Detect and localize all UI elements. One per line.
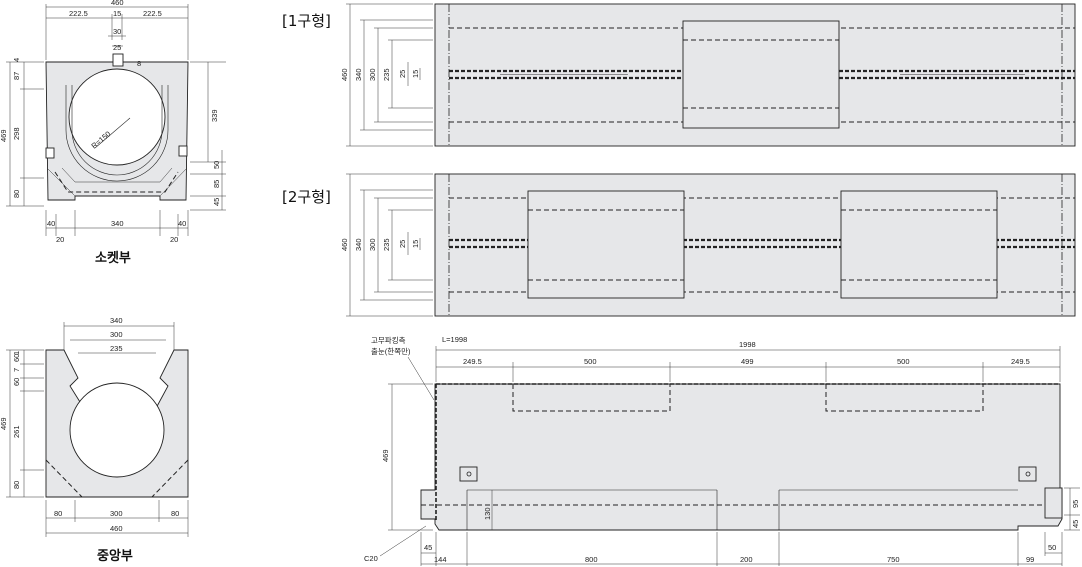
type2-dim-25: 25 — [398, 240, 407, 248]
center-right-chamfer — [151, 459, 189, 498]
center-dim-top-235: 235 — [110, 344, 123, 353]
socket-dim-bottom-40a: 40 — [47, 219, 55, 228]
side-dim-right-bottom: 50 — [1048, 543, 1056, 552]
side-chamfer-label: C20 — [364, 554, 378, 563]
socket-dim-left-4: 4 — [12, 58, 21, 62]
center-dim-bottom-460: 460 — [110, 524, 123, 533]
center-dim-top-340: 340 — [110, 316, 123, 325]
side-dim-bottom-200: 200 — [740, 555, 753, 564]
socket-dim-left-469: 469 — [0, 129, 8, 142]
side-dim-right-95: 95 — [1071, 500, 1080, 508]
side-left-bolt — [466, 471, 472, 477]
socket-dim-top-25: 25 — [113, 43, 121, 52]
side-dim-right-45: 45 — [1071, 520, 1080, 528]
socket-section: R=150 8 460 222.5 15 222.5 30 25 87 4 29… — [0, 0, 226, 266]
type2-grate-left — [527, 190, 685, 299]
center-dim-left-469: 469 — [0, 417, 8, 430]
side-dim-top-b: 500 — [584, 357, 597, 366]
center-dim-bottom-80b: 80 — [171, 509, 179, 518]
center-dim-bottom-300: 300 — [110, 509, 123, 518]
center-pipe-hole — [69, 382, 165, 478]
socket-caption: 소켓부 — [95, 250, 131, 266]
type1-plan: [1구형] 460 340 300 235 25 15 — [282, 3, 1076, 147]
type1-dim-460: 460 — [340, 68, 349, 81]
side-dim-top-a: 249.5 — [463, 357, 482, 366]
side-dim-bottom-144: 144 — [434, 555, 447, 564]
socket-dim-bottom-340: 340 — [111, 219, 124, 228]
socket-right-lug — [178, 145, 188, 157]
socket-dashed-base — [54, 171, 179, 193]
side-dim-bottom-800: 800 — [585, 555, 598, 564]
type2-title: [2구형] — [282, 188, 331, 206]
side-right-bolt — [1025, 471, 1031, 477]
side-dim-left: 469 — [381, 449, 390, 462]
type2-dim-340: 340 — [354, 238, 363, 251]
center-dim-left-60b: 60 — [12, 378, 21, 386]
type1-dim-235: 235 — [382, 68, 391, 81]
socket-dim-top-left: 222.5 — [69, 9, 88, 18]
side-note-line1: 고무파킹측 — [371, 335, 406, 345]
socket-top-lug — [112, 53, 124, 67]
side-dim-inner: 130 — [483, 507, 492, 520]
center-section: 340 300 235 60 7 60 1 261 80 469 80 300 … — [0, 316, 189, 564]
side-right-bracket — [1018, 466, 1037, 482]
socket-dim-top-total: 460 — [111, 0, 124, 7]
type2-dim-235: 235 — [382, 238, 391, 251]
side-dim-bottom-750: 750 — [887, 555, 900, 564]
side-dim-top-e: 249.5 — [1011, 357, 1030, 366]
socket-small-label: 8 — [137, 59, 141, 68]
center-dim-left-80: 80 — [12, 481, 21, 489]
type1-grate — [682, 20, 840, 129]
socket-dim-right-339: 339 — [210, 109, 219, 122]
socket-dim-bottom-20a: 20 — [56, 235, 64, 244]
type2-plan: [2구형] 460 340 300 235 25 15 — [282, 173, 1076, 317]
side-dim-total: 1998 — [739, 340, 756, 349]
center-dim-top-300: 300 — [110, 330, 123, 339]
type1-dim-25: 25 — [398, 70, 407, 78]
side-body — [420, 383, 1063, 531]
side-dim-top-c: 499 — [741, 357, 754, 366]
socket-dim-top-right: 222.5 — [143, 9, 162, 18]
side-note-line2: 출눈(한쪽만) — [371, 346, 411, 356]
side-dim-bottom-45: 45 — [424, 543, 432, 552]
side-length-label: L=1998 — [442, 335, 467, 344]
socket-dim-left-80: 80 — [12, 190, 21, 198]
center-dim-left-1: 1 — [12, 351, 21, 355]
type2-dim-460: 460 — [340, 238, 349, 251]
type2-dim-300: 300 — [368, 238, 377, 251]
type1-title: [1구형] — [282, 12, 331, 30]
socket-dim-right-50: 50 — [212, 161, 221, 169]
socket-pipe-hole — [68, 68, 166, 166]
center-left-chamfer — [45, 459, 83, 498]
side-elevation: 고무파킹측 출눈(한쪽만) L=1998 1998 249.5 500 499 … — [364, 335, 1080, 566]
center-dim-bottom-80a: 80 — [54, 509, 62, 518]
socket-dim-bottom-40b: 40 — [178, 219, 186, 228]
side-dim-top-d: 500 — [897, 357, 910, 366]
type1-dim-15: 15 — [411, 70, 420, 78]
socket-dim-bottom-20b: 20 — [170, 235, 178, 244]
socket-dim-right-85: 85 — [212, 180, 221, 188]
type2-grate-right — [840, 190, 998, 299]
center-caption: 중앙부 — [97, 548, 133, 564]
socket-u-channel — [65, 85, 169, 182]
socket-dim-left-298: 298 — [12, 127, 21, 140]
type2-dim-15: 15 — [411, 240, 420, 248]
socket-dim-top-30: 30 — [113, 27, 121, 36]
type1-dim-340: 340 — [354, 68, 363, 81]
socket-dim-top-mid: 15 — [113, 9, 121, 18]
type1-dim-300: 300 — [368, 68, 377, 81]
socket-dim-left-87: 87 — [12, 72, 21, 80]
socket-dim-right-45: 45 — [212, 198, 221, 206]
socket-left-lug — [45, 147, 55, 159]
side-right-stub — [1044, 487, 1063, 519]
center-dim-left-60a: 60 — [12, 354, 21, 362]
side-dim-bottom-99: 99 — [1026, 555, 1034, 564]
side-left-bracket — [459, 466, 478, 482]
center-dim-left-261: 261 — [12, 425, 21, 438]
center-dim-left-7: 7 — [12, 368, 21, 372]
